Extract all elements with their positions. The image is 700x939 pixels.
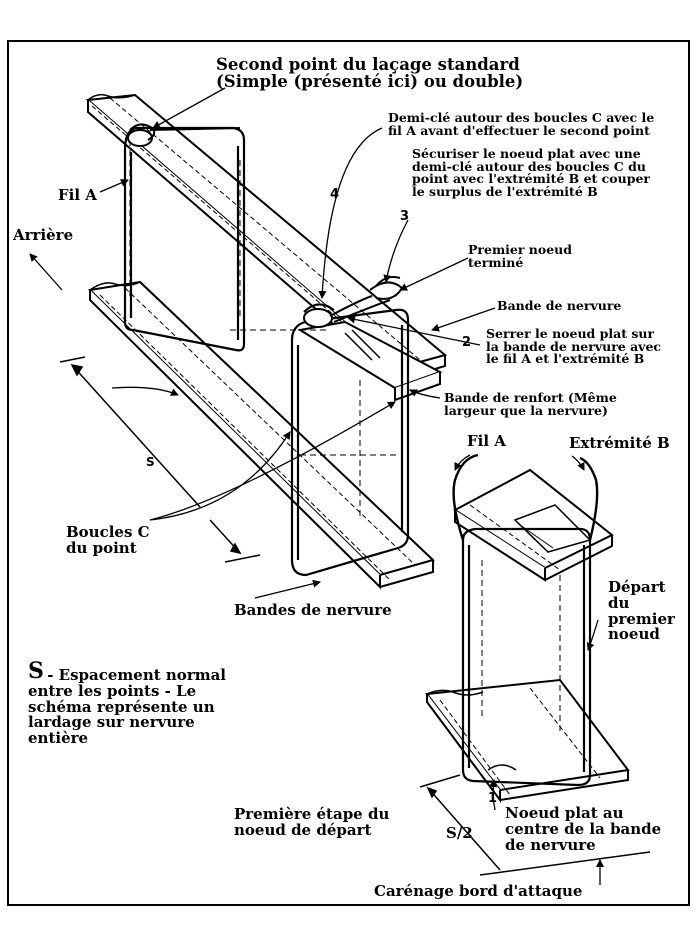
inset-stitch-loop: [452, 453, 599, 787]
label-fil-a-inset: Fil A: [467, 432, 506, 450]
label-s-half: S/2: [446, 824, 473, 842]
lower-rib-cap: [87, 280, 435, 590]
label-first-knot-done: Premier noeud terminé: [468, 242, 573, 270]
inset-upper-cap: [453, 468, 614, 582]
callout-1: 1: [488, 791, 498, 806]
label-extremite-b: Extrémité B: [569, 434, 670, 452]
label-rib-strip: Bande de nervure: [497, 298, 622, 313]
label-s-legend: - Espacement normal entre les points - L…: [28, 666, 227, 747]
callout-4: 4: [330, 187, 340, 202]
label-tighten: Serrer le noeud plat sur la bande de ner…: [486, 326, 662, 366]
label-depart: Départ du premier noeud: [608, 578, 675, 644]
stitch-loop-front: [290, 308, 410, 577]
leader-lines: [29, 87, 604, 885]
label-secure-knot: Sécuriser le noeud plat avec une demi-cl…: [412, 146, 650, 199]
label-arriere: Arrière: [13, 226, 74, 244]
label-half-hitch: Demi-clé autour des boucles C avec le fi…: [388, 110, 655, 138]
knots: [127, 123, 404, 328]
stitch-loop-back: [123, 126, 246, 352]
dimension-S-half: [419, 774, 651, 876]
label-noeud-plat: Noeud plat au centre de la bande de nerv…: [505, 804, 662, 854]
label-bandes-nervure: Bandes de nervure: [234, 601, 392, 619]
label-s-spacing: S: [146, 455, 155, 469]
label-fil-a-top: Fil A: [58, 186, 97, 204]
inset-web-dashed: [481, 560, 561, 735]
label-boucles-c: Boucles C du point: [66, 523, 150, 557]
reinforce-strip: [297, 320, 443, 402]
dimension-S: [59, 356, 261, 563]
title-second-stitch: Second point du laçage standard (Simple …: [216, 55, 524, 92]
label-first-step: Première étape du noeud de départ: [234, 805, 390, 839]
callout-2: 2: [462, 335, 472, 350]
label-carenage: Carénage bord d'attaque: [374, 882, 583, 900]
label-reinforce-strip: Bande de renfort (Même largeur que la ne…: [444, 390, 617, 418]
callout-3: 3: [400, 209, 410, 224]
label-s-legend-letter: S: [28, 658, 44, 684]
